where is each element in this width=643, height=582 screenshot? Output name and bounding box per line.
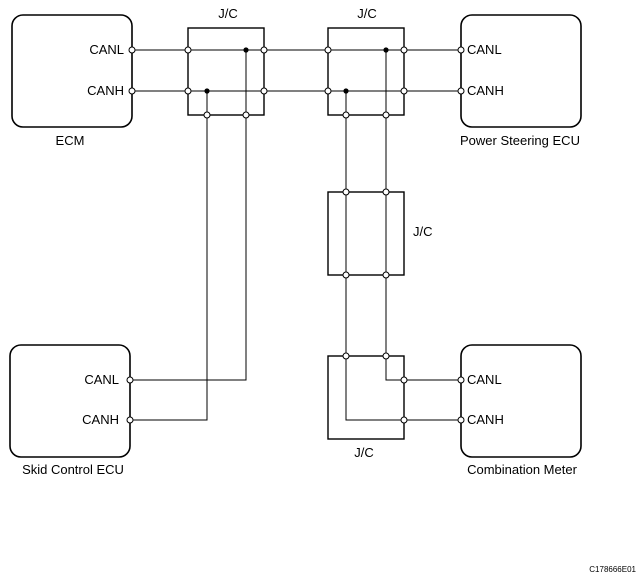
jc-terminal <box>242 111 250 119</box>
jc-terminal <box>382 352 390 360</box>
jc-top-right-label: J/C <box>357 6 377 21</box>
skid-control-ecu-name: Skid Control ECU <box>22 462 124 477</box>
power-steering-canh-label: CANH <box>467 83 504 98</box>
jc-bottom-box <box>327 355 405 440</box>
splice-dot <box>243 47 249 53</box>
skid-canl-label: CANL <box>84 372 119 387</box>
meter-canl-label: CANL <box>467 372 502 387</box>
combination-meter-name: Combination Meter <box>467 462 577 477</box>
jc-terminal <box>342 188 350 196</box>
skid-control-ecu-box <box>9 344 131 458</box>
splice-dot <box>343 88 349 94</box>
jc-middle-label: J/C <box>413 224 433 239</box>
jc-terminal <box>203 111 211 119</box>
power-steering-ecu-box <box>460 14 582 128</box>
jc-terminal <box>382 188 390 196</box>
splice-dot <box>204 88 210 94</box>
splice-dot <box>383 47 389 53</box>
skid-canh-label: CANH <box>82 412 119 427</box>
jc-terminal <box>324 87 332 95</box>
ecm-canl-label: CANL <box>89 42 124 57</box>
skid-canh-terminal <box>126 416 134 424</box>
jc-terminal <box>184 46 192 54</box>
jc-terminal <box>260 46 268 54</box>
jc-terminal <box>342 271 350 279</box>
jc-terminal <box>184 87 192 95</box>
jc-top-left-box <box>187 27 265 116</box>
jc-terminal <box>400 376 408 384</box>
power-steering-canl-terminal <box>457 46 465 54</box>
jc-terminal <box>260 87 268 95</box>
meter-canh-terminal <box>457 416 465 424</box>
ecm-canl-terminal <box>128 46 136 54</box>
meter-canh-wire <box>345 356 461 421</box>
jc-terminal <box>382 271 390 279</box>
jc-terminal <box>400 416 408 424</box>
jc-terminal <box>342 111 350 119</box>
meter-canl-terminal <box>457 376 465 384</box>
combination-meter-box <box>460 344 582 458</box>
ecm-box <box>11 14 133 128</box>
jc-top-right-box <box>327 27 405 116</box>
jc-terminal <box>324 46 332 54</box>
power-steering-canl-label: CANL <box>467 42 502 57</box>
skid-canh-wire <box>130 91 208 421</box>
skid-canl-terminal <box>126 376 134 384</box>
jc-terminal <box>382 111 390 119</box>
figure-code: C178666E01 <box>589 565 636 574</box>
ecm-name: ECM <box>56 133 85 148</box>
power-steering-ecu-name: Power Steering ECU <box>460 133 580 148</box>
jc-terminal <box>342 352 350 360</box>
skid-canl-wire <box>130 50 247 381</box>
meter-canl-wire <box>385 356 461 381</box>
jc-bottom-label: J/C <box>354 445 374 460</box>
jc-middle-box <box>327 191 405 276</box>
jc-terminal <box>400 46 408 54</box>
ecm-canh-terminal <box>128 87 136 95</box>
ecm-canh-label: CANH <box>87 83 124 98</box>
power-steering-canh-terminal <box>457 87 465 95</box>
jc-top-left-label: J/C <box>218 6 238 21</box>
jc-terminal <box>400 87 408 95</box>
meter-canh-label: CANH <box>467 412 504 427</box>
